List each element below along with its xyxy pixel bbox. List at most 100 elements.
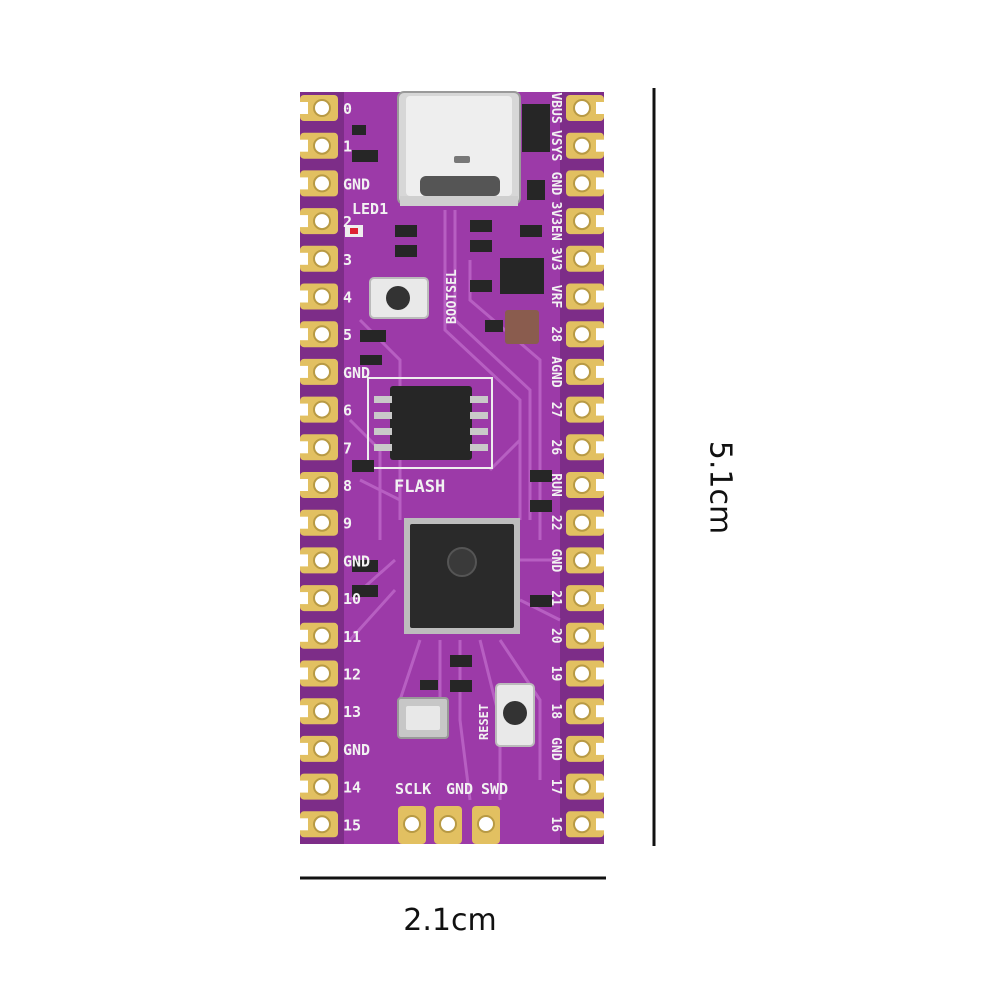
pin-pad-left-12	[300, 547, 338, 574]
pin-pad-left-6	[300, 321, 338, 348]
pin-pad-left-2	[300, 170, 338, 197]
bootsel-label: BOOTSEL	[445, 269, 460, 324]
pin-pad-left-19	[300, 811, 338, 838]
pin-pad-left-10	[300, 472, 338, 498]
pin-pad-right-16	[566, 698, 604, 725]
right-pin-label-2: GND	[548, 172, 563, 196]
height-dimension-label: 5.1cm	[702, 440, 738, 535]
pin-pad-left-18	[300, 773, 338, 800]
pin-pad-right-0	[566, 95, 604, 121]
left-pin-label-8: 6	[343, 402, 352, 420]
right-pin-label-7: AGND	[548, 356, 563, 387]
pin-pad-right-18	[566, 773, 604, 800]
left-pin-label-4: 3	[343, 251, 352, 269]
right-pin-label-3: 3V3EN	[548, 202, 563, 241]
right-pin-label-15: 19	[548, 666, 563, 682]
swd-label-gnd: GND	[446, 780, 473, 798]
left-pin-label-12: GND	[343, 552, 370, 570]
right-pin-label-0: VBUS	[548, 92, 563, 123]
pin-pad-left-8	[300, 396, 338, 423]
pcb-edge-right	[560, 92, 604, 844]
right-pin-label-11: 22	[548, 515, 563, 531]
pin-pad-right-11	[566, 509, 604, 536]
pin-pad-right-6	[566, 321, 604, 348]
right-pin-label-16: 18	[548, 703, 563, 719]
flash-chip	[367, 377, 493, 469]
left-pin-label-6: 5	[343, 326, 352, 344]
usb-c-connector	[397, 91, 521, 206]
pin-pad-left-5	[300, 283, 338, 310]
left-pin-label-11: 9	[343, 515, 352, 533]
right-pin-label-6: 28	[548, 326, 563, 342]
pin-pad-left-9	[300, 434, 338, 461]
pin-pad-right-9	[566, 434, 604, 461]
pin-pad-right-5	[566, 283, 604, 310]
right-pin-label-17: GND	[548, 737, 563, 761]
pin-pad-right-3	[566, 208, 604, 235]
reset-button	[495, 683, 535, 747]
right-pin-label-10: RUN	[548, 473, 563, 497]
pin-pad-left-13	[300, 585, 338, 612]
left-pin-label-5: 4	[343, 289, 352, 307]
pin-pad-left-4	[300, 245, 338, 272]
pin-pad-right-4	[566, 245, 604, 272]
left-pin-label-15: 12	[343, 666, 361, 684]
inductor	[505, 310, 539, 344]
width-dimension-label: 2.1cm	[403, 903, 497, 938]
bootsel-button	[369, 277, 429, 319]
left-pin-label-9: 7	[343, 439, 352, 457]
left-pin-label-10: 8	[343, 477, 352, 495]
smd-components	[345, 104, 552, 692]
left-pin-label-17: GND	[343, 741, 370, 759]
swd-pad-1	[434, 806, 462, 844]
pin-pad-right-13	[566, 585, 604, 612]
left-pin-label-13: 10	[343, 590, 361, 608]
pin-pad-left-7	[300, 358, 338, 385]
pin-pad-right-2	[566, 170, 604, 197]
pin-pad-right-10	[566, 472, 604, 498]
right-pin-label-19: 16	[548, 816, 563, 832]
left-pin-label-2: GND	[343, 175, 370, 193]
right-pin-label-14: 20	[548, 628, 563, 644]
left-pin-label-1: 1	[343, 138, 352, 156]
pin-pad-left-16	[300, 698, 338, 725]
pcb-edge-left	[300, 92, 344, 844]
pin-pad-right-14	[566, 622, 604, 649]
right-pin-label-5: VRF	[548, 285, 563, 309]
swd-label-swd: SWD	[481, 780, 508, 798]
left-pin-label-19: 15	[343, 816, 361, 834]
right-pin-label-1: VSYS	[548, 130, 563, 161]
left-pin-pads	[300, 95, 338, 838]
left-pin-label-3: 2	[343, 213, 352, 231]
left-pin-label-0: 0	[343, 100, 352, 118]
swd-pads	[398, 806, 500, 844]
reset-label: RESET	[477, 704, 491, 740]
flash-label: FLASH	[394, 477, 445, 497]
pin-pad-left-11	[300, 509, 338, 536]
left-pin-label-14: 11	[343, 628, 361, 646]
led-label: LED1	[352, 200, 388, 218]
crystal-oscillator	[397, 697, 449, 739]
pin-pad-left-0	[300, 95, 338, 121]
right-pin-label-13: 21	[548, 590, 563, 606]
right-pin-labels: VBUSVSYSGND3V3EN3V3VRF28AGND2726RUN22GND…	[548, 92, 563, 832]
right-pin-label-9: 26	[548, 439, 563, 455]
pin-pad-left-17	[300, 735, 338, 762]
right-pin-pads	[566, 95, 604, 838]
pin-pad-right-1	[566, 132, 604, 159]
left-pin-label-7: GND	[343, 364, 370, 382]
left-pin-label-18: 14	[343, 779, 361, 797]
swd-label-sclk: SCLK	[395, 780, 431, 798]
pin-pad-left-15	[300, 660, 338, 687]
right-pin-label-8: 27	[548, 402, 563, 418]
pin-pad-left-1	[300, 132, 338, 159]
right-pin-label-12: GND	[548, 549, 563, 573]
pin-pad-left-3	[300, 208, 338, 235]
pin-pad-right-7	[566, 358, 604, 385]
right-pin-label-18: 17	[548, 779, 563, 795]
swd-pad-0	[398, 806, 426, 844]
right-pin-label-4: 3V3	[548, 247, 563, 270]
pin-pad-right-15	[566, 660, 604, 687]
